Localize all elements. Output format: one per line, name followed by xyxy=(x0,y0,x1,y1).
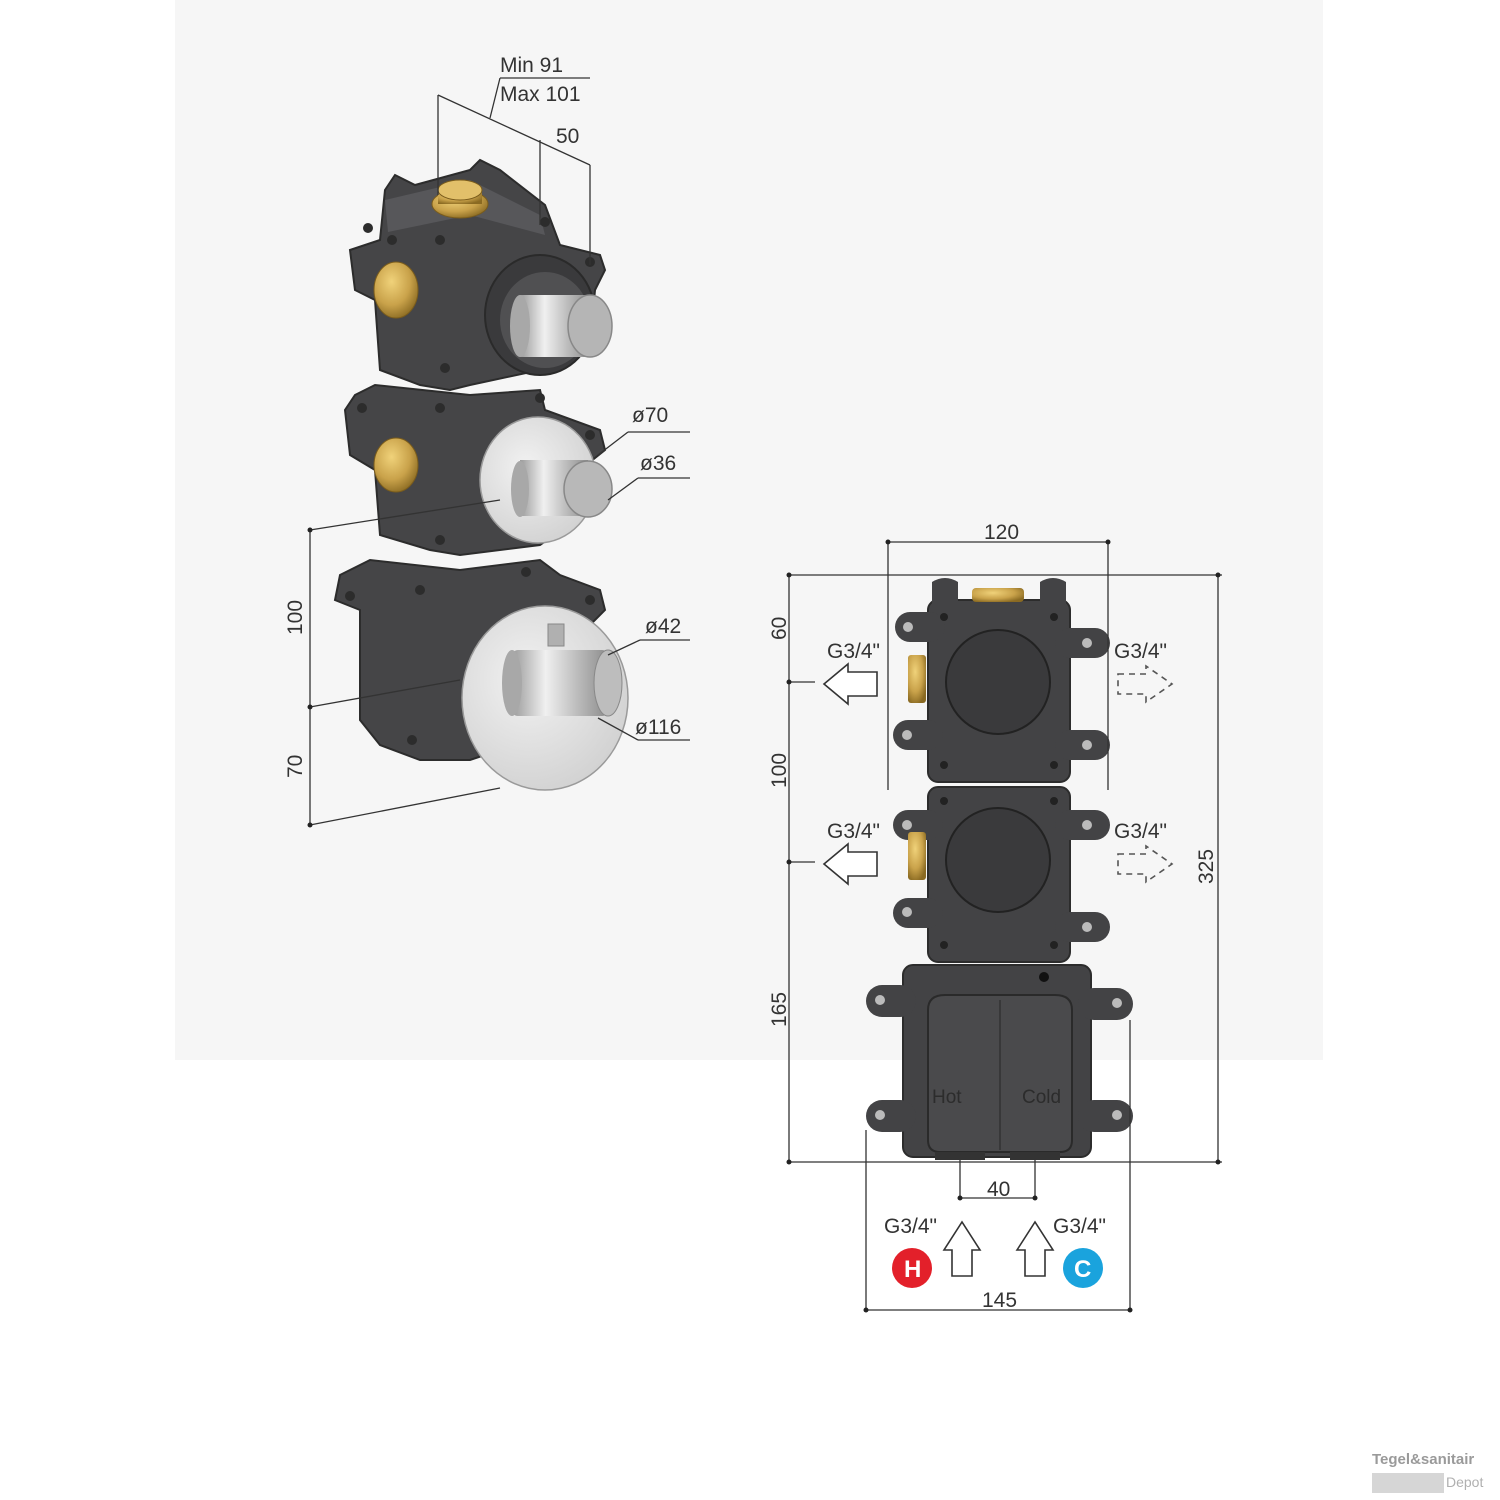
label-max-depth: Max 101 xyxy=(500,83,581,106)
label-diameter-70: ø70 xyxy=(632,404,668,427)
label-height-165: 165 xyxy=(768,992,791,1027)
iso-top-module xyxy=(348,158,613,392)
front-bottom-module xyxy=(866,964,1133,1160)
label-total-width-145: 145 xyxy=(982,1289,1017,1312)
label-height-70: 70 xyxy=(284,755,307,778)
front-valve-view xyxy=(307,527,1222,1313)
drawing-background xyxy=(175,0,1323,1060)
isometric-valve-view xyxy=(309,77,690,826)
label-height-325: 325 xyxy=(1195,849,1218,884)
front-middle-module xyxy=(893,786,1110,963)
outlet-arrow-left-mid xyxy=(822,842,878,886)
label-outlet-left-mid: G3/4" xyxy=(827,820,880,843)
label-inlet-spacing-40: 40 xyxy=(987,1178,1010,1201)
hot-badge-circle xyxy=(892,1248,932,1288)
label-width-120: 120 xyxy=(984,521,1019,544)
inlet-arrow-hot xyxy=(942,1220,982,1277)
label-inlet-hot: G3/4" xyxy=(884,1215,937,1238)
hot-badge-letter: H xyxy=(904,1256,921,1283)
watermark-subtitle: Depot xyxy=(1446,1474,1484,1490)
watermark-icon-boxes xyxy=(1372,1473,1444,1493)
iso-middle-module xyxy=(343,383,613,557)
outlet-arrow-right-mid-dashed xyxy=(1117,844,1174,884)
front-labels: 120 60 100 165 325 40 145 G3/4" G3/4" G3… xyxy=(768,521,1218,1312)
watermark-title: Tegel&sanitair xyxy=(1372,1451,1475,1468)
inlet-arrow-cold xyxy=(1015,1220,1055,1277)
label-diameter-42: ø42 xyxy=(645,615,681,638)
label-diameter-36: ø36 xyxy=(640,452,676,475)
outlet-arrow-right-top-dashed xyxy=(1117,664,1174,704)
outlet-arrow-left-top xyxy=(822,662,878,706)
watermark-logo: Tegel&sanitair Depot xyxy=(1368,1449,1496,1497)
label-outlet-left-top: G3/4" xyxy=(827,640,880,663)
dimension-end-ticks xyxy=(307,527,1221,1313)
label-outlet-right-top: G3/4" xyxy=(1114,640,1167,663)
label-min-depth: Min 91 xyxy=(500,54,563,77)
iso-dimension-lines xyxy=(309,77,690,826)
iso-bottom-module xyxy=(333,558,629,791)
front-top-module xyxy=(893,578,1110,783)
iso-labels: Min 91 Max 101 50 ø70 ø36 ø42 ø116 100 7… xyxy=(284,54,681,778)
label-height-100: 100 xyxy=(284,600,307,635)
label-inlet-cold: G3/4" xyxy=(1053,1215,1106,1238)
label-height-60: 60 xyxy=(768,617,791,640)
label-outlet-right-mid: G3/4" xyxy=(1114,820,1167,843)
label-diameter-116: ø116 xyxy=(635,716,681,739)
front-dimension-lines xyxy=(788,541,1222,1312)
cold-badge-letter: C xyxy=(1074,1256,1091,1283)
embossed-hot-text: Hot xyxy=(932,1087,962,1108)
label-height-100-front: 100 xyxy=(768,753,791,788)
embossed-cold-text: Cold xyxy=(1022,1087,1061,1108)
label-depth-50: 50 xyxy=(556,125,579,148)
cold-badge-circle xyxy=(1063,1248,1103,1288)
